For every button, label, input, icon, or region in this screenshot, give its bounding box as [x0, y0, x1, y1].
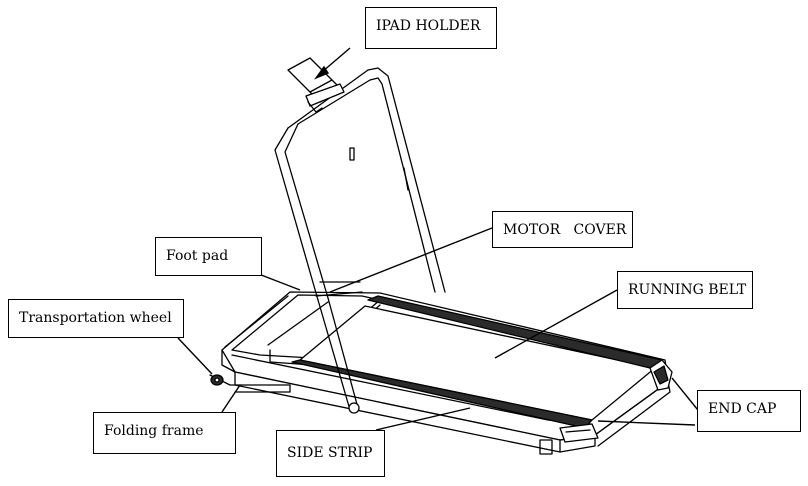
- end-cap-label: END CAP: [697, 390, 801, 432]
- transportation-wheel-shape: [210, 374, 224, 386]
- end-cap-leader-lower: [597, 420, 696, 426]
- side-strip-leader: [375, 407, 471, 431]
- ipad-holder-arrow: [313, 65, 330, 80]
- foot-pad-label: Foot pad: [155, 237, 262, 276]
- side-strip-label: SIDE STRIP: [276, 430, 385, 477]
- foot-pad-leader: [255, 272, 301, 291]
- motor-cover-label: MOTOR COVER: [492, 211, 633, 248]
- end-cap: [559, 359, 673, 443]
- transportation-wheel-label: Transportation wheel: [8, 299, 184, 338]
- folding-frame-label: Folding frame: [93, 412, 236, 454]
- motor-cover-leader: [329, 227, 493, 293]
- running-belt-label: RUNNING BELT: [617, 271, 753, 309]
- handle-frame: [274, 67, 446, 414]
- ipad-holder-shape: [287, 57, 345, 113]
- transportation-wheel-leader: [177, 337, 213, 375]
- ipad-holder-leader: [321, 47, 351, 73]
- folding-frame-leader: [221, 384, 241, 413]
- ipad-holder-label: IPAD HOLDER: [365, 7, 497, 49]
- running-belt-leader: [494, 289, 618, 359]
- running-belt: [291, 295, 663, 429]
